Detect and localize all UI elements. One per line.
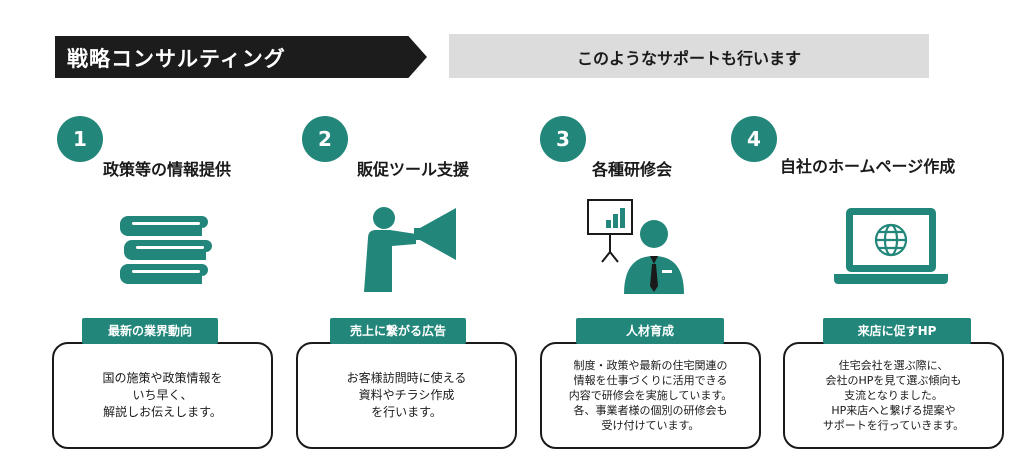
step-number-4: 4 (731, 116, 777, 162)
card-badge-2: 売上に繋がる広告 (330, 318, 466, 344)
subtitle-banner: このようなサポートも行います (449, 34, 929, 78)
subtitle: このようなサポートも行います (576, 49, 801, 68)
card-description-box-3: 制度・政策や最新の住宅関連の 情報を仕事づくりに活用できる 内容で研修会を実施し… (540, 342, 761, 449)
card-title-1: 政策等の情報提供 (103, 160, 232, 179)
card-description-1: 国の施策や政策情報を いち早く、 解説しお伝えします。 (102, 371, 223, 419)
card-title-4: 自社のホームページ作成 (780, 157, 956, 176)
card-description-box-2: お客様訪問時に使える 資料やチラシ作成 を行います。 (296, 342, 517, 449)
card-description-2: お客様訪問時に使える 資料やチラシ作成 を行います。 (346, 371, 467, 419)
card-description-box-4: 住宅会社を選ぶ際に、 会社のHPを見て選ぶ傾向も 支流となりました。 HP来店へ… (783, 342, 1004, 449)
step-number-3: 3 (540, 116, 586, 162)
card-description-4: 住宅会社を選ぶ際に、 会社のHPを見て選ぶ傾向も 支流となりました。 HP来店へ… (822, 359, 965, 432)
card-description-box-1: 国の施策や政策情報を いち早く、 解説しお伝えします。 (52, 342, 273, 449)
step-number-1: 1 (57, 116, 103, 162)
card-description-3: 制度・政策や最新の住宅関連の 情報を仕事づくりに活用できる 内容で研修会を実施し… (568, 359, 733, 432)
main-title-banner: 戦略コンサルティング (55, 36, 427, 78)
card-badge-3: 人材育成 (576, 318, 724, 344)
step-number-2: 2 (302, 116, 348, 162)
main-title: 戦略コンサルティング (67, 47, 286, 71)
laptop-globe-icon (834, 208, 948, 284)
megaphone-icon (364, 207, 456, 292)
card-badge-4: 来店に促すHP (823, 318, 971, 344)
presenter-icon (587, 199, 684, 294)
card-title-3: 各種研修会 (592, 160, 673, 179)
card-badge-1: 最新の業界動向 (82, 318, 218, 344)
card-title-2: 販促ツール支援 (357, 160, 470, 179)
books-icon (120, 216, 212, 284)
